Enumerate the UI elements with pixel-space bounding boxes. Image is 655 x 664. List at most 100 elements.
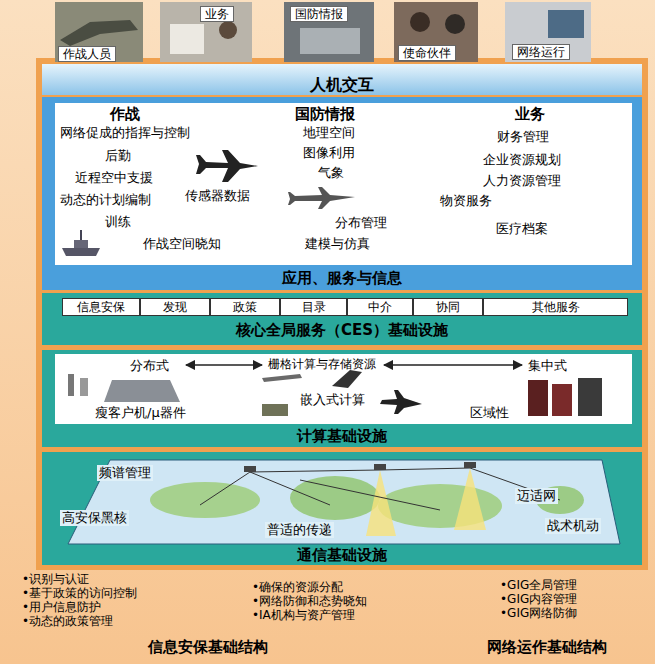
range-arrow bbox=[384, 364, 522, 366]
node-text: 作战人员 bbox=[63, 47, 111, 61]
layer-title: 计算基础设施 bbox=[42, 427, 642, 445]
inner-panel bbox=[55, 103, 632, 265]
photo bbox=[505, 2, 591, 62]
node-text: 财务管理 bbox=[497, 129, 549, 145]
node-text: 区域性 bbox=[470, 405, 509, 421]
photo-caption: 业务 bbox=[200, 6, 234, 22]
node-text: 集中式 bbox=[528, 358, 567, 374]
bullet-item: •GIG内容管理 bbox=[500, 592, 577, 606]
layer-title: 核心全局服务（CES）基础设施 bbox=[42, 321, 642, 339]
link-line bbox=[250, 470, 380, 472]
device-icon bbox=[80, 378, 88, 396]
photo-caption: 作战人员 bbox=[58, 46, 116, 62]
service-box: 目录 bbox=[280, 298, 347, 316]
beam bbox=[366, 470, 396, 536]
bullet-item: •IA机构与资产管理 bbox=[252, 608, 355, 622]
server-icon bbox=[552, 384, 572, 416]
bullet-item: •基于政策的访问控制 bbox=[22, 586, 137, 600]
bullet-item: •识别与认证 bbox=[22, 572, 89, 586]
node-text: 业务 bbox=[515, 105, 545, 123]
ship-mast bbox=[80, 230, 82, 240]
land-mass bbox=[536, 486, 584, 514]
node-text: 医疗档案 bbox=[496, 221, 548, 237]
server-icon bbox=[528, 380, 548, 416]
world-map bbox=[68, 460, 620, 544]
link-line bbox=[470, 468, 560, 500]
node-text: 网络运行 bbox=[517, 45, 565, 59]
jet-icon bbox=[332, 370, 362, 388]
bullet-item: •GIG全局管理 bbox=[500, 578, 577, 592]
node-text: 人力资源管理 bbox=[483, 173, 561, 189]
node-text: 协同 bbox=[436, 300, 460, 314]
service-box: 政策 bbox=[210, 298, 280, 316]
photo-figure bbox=[60, 20, 138, 46]
land-mass bbox=[290, 476, 380, 520]
photo-strip bbox=[55, 2, 591, 62]
photo bbox=[55, 2, 143, 62]
link-lines bbox=[200, 468, 560, 510]
photo-figure bbox=[219, 21, 237, 39]
missile-icon bbox=[262, 374, 302, 382]
node-text: 栅格计算与存储资源 bbox=[268, 357, 376, 371]
node-text: 信息安保 bbox=[77, 300, 125, 314]
uav-icon bbox=[288, 187, 355, 209]
node-text: 迈适网 bbox=[515, 488, 558, 504]
node-text: 使命伙伴 bbox=[403, 46, 451, 60]
ship-icon bbox=[62, 230, 100, 256]
bullet-item: •动态的政策管理 bbox=[22, 614, 113, 628]
bullet-item: •网络防御和态势晓知 bbox=[252, 594, 367, 608]
node-text: 高安保黑核 bbox=[60, 510, 129, 526]
link-line bbox=[380, 468, 470, 470]
node-text: 动态的计划编制 bbox=[60, 192, 151, 208]
photo-figure bbox=[300, 28, 360, 54]
photo-figure bbox=[170, 24, 204, 54]
interaction-band: 人机交互 bbox=[42, 64, 642, 95]
land-mass bbox=[150, 482, 260, 518]
service-box: 中介 bbox=[347, 298, 413, 316]
node-text: 嵌入式计算 bbox=[300, 392, 365, 408]
jet-icon bbox=[196, 150, 258, 182]
node-text: 图像利用 bbox=[303, 145, 355, 161]
satellite-icon bbox=[244, 466, 256, 472]
photo-caption: 国防情报 bbox=[290, 6, 348, 22]
photo-caption: 网络运行 bbox=[512, 44, 570, 60]
photo bbox=[394, 2, 478, 62]
node-text: 分布管理 bbox=[335, 215, 387, 231]
device-icon bbox=[68, 374, 74, 396]
node-text: 发现 bbox=[163, 300, 187, 314]
inner-panel bbox=[55, 354, 632, 424]
node-text: 作战空间晓知 bbox=[143, 236, 221, 252]
orange-frame bbox=[36, 58, 648, 570]
photo-figure bbox=[410, 12, 430, 32]
service-box: 其他服务 bbox=[483, 298, 628, 316]
link-line bbox=[300, 480, 440, 510]
node-text: 传感器数据 bbox=[185, 188, 250, 204]
node-text: 网络促成的指挥与控制 bbox=[60, 125, 190, 141]
photo-figure bbox=[445, 14, 465, 34]
node-text: 近程空中支援 bbox=[75, 170, 153, 186]
service-box: 发现 bbox=[140, 298, 210, 316]
beam bbox=[454, 468, 486, 530]
node-text: 国防情报 bbox=[295, 7, 343, 21]
layer-panel: 信息安保 发现 政策 目录 中介 协同 其他服务核心全局服务（CES）基础设施 bbox=[42, 293, 642, 345]
tank-icon bbox=[262, 404, 288, 416]
link-line bbox=[200, 472, 250, 505]
photo-caption: 使命伙伴 bbox=[398, 45, 456, 61]
laptop-icon bbox=[104, 380, 180, 402]
layer-panel: 分布式栅格计算与存储资源集中式瘦客户机/μ器件嵌入式计算区域性计算基础设施 bbox=[42, 350, 642, 447]
node-text: 其他服务 bbox=[532, 300, 580, 314]
node-text: 目录 bbox=[302, 300, 326, 314]
node-text: 频谱管理 bbox=[97, 465, 153, 481]
node-text: 企业资源规划 bbox=[483, 152, 561, 168]
jet-icon bbox=[380, 390, 422, 414]
layer-title: 应用、服务与信息 bbox=[42, 269, 642, 287]
bullet-item: •GIG网络防御 bbox=[500, 606, 577, 620]
satellite-icon bbox=[374, 464, 386, 470]
service-box: 信息安保 bbox=[62, 298, 140, 316]
bullet-item: •确保的资源分配 bbox=[252, 580, 343, 594]
node-text: 建模与仿真 bbox=[305, 236, 370, 252]
link-line bbox=[250, 472, 330, 505]
node-text: 普适的传递 bbox=[265, 522, 334, 538]
